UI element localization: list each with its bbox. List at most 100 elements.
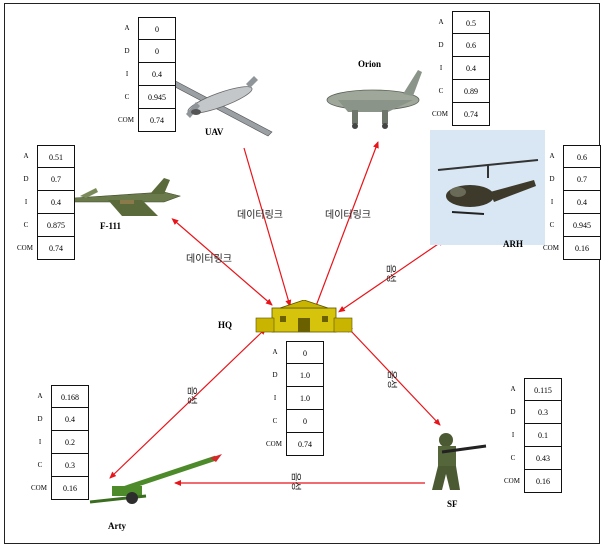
orion-value-a: 0.5 — [452, 11, 490, 34]
row-label-com: COM — [31, 484, 47, 492]
edge-label-f111-hq: 데이터링크 — [186, 254, 232, 265]
uav-value-d: 0 — [138, 40, 176, 63]
link-uav-hq — [243, 147, 292, 307]
f111-value-d: 0.7 — [37, 168, 75, 191]
row-label-a: A — [549, 152, 555, 160]
arty-value-i: 0.2 — [51, 431, 89, 454]
arty-value-d: 0.4 — [51, 408, 89, 431]
uav-value-i: 0.4 — [138, 63, 176, 86]
sf-value-c: 0.43 — [524, 447, 562, 470]
arty-attribute-table: A 0.168 D 0.4 I 0.2 C 0.3 COM 0.16 — [31, 385, 89, 500]
f111-value-com: 0.74 — [37, 237, 75, 260]
arty-value-c: 0.3 — [51, 454, 89, 477]
edge-label-arh-hq: 음성 — [384, 264, 396, 283]
row-label-a: A — [438, 18, 444, 26]
row-label-i: I — [125, 70, 129, 78]
uav-value-com: 0.74 — [138, 109, 176, 132]
orion-value-i: 0.4 — [452, 57, 490, 80]
arh-value-com: 0.16 — [563, 237, 601, 260]
hq-value-com: 0.74 — [286, 433, 324, 456]
arh-value-d: 0.7 — [563, 168, 601, 191]
row-label-com: COM — [17, 244, 33, 252]
sf-soldier-icon — [432, 433, 487, 490]
sf-name: SF — [447, 499, 458, 509]
hq-value-a: 0 — [286, 341, 324, 364]
row-label-c: C — [438, 87, 444, 95]
orion-aircraft-icon — [326, 70, 422, 129]
edge-label-uav-hq: 데이터링크 — [237, 210, 283, 221]
row-label-c: C — [510, 454, 516, 462]
sf-value-com: 0.16 — [524, 470, 562, 493]
arh-value-i: 0.4 — [563, 191, 601, 214]
hq-name: HQ — [218, 320, 233, 330]
edge-label-sf-arty: 음성 — [289, 472, 301, 491]
row-label-i: I — [550, 198, 554, 206]
row-label-a: A — [37, 392, 43, 400]
edge-label-sf-hq: 음성 — [385, 370, 397, 389]
row-label-i: I — [24, 198, 28, 206]
link-hq-orion — [315, 141, 379, 307]
link-f111-hq — [171, 218, 273, 306]
orion-name: Orion — [358, 59, 382, 69]
row-label-a: A — [510, 385, 516, 393]
row-label-i: I — [273, 394, 277, 402]
row-label-i: I — [38, 438, 42, 446]
uav-value-c: 0.945 — [138, 86, 176, 109]
f111-attribute-table: A 0.51 D 0.7 I 0.4 C 0.875 COM 0.74 — [17, 145, 75, 260]
arh-value-c: 0.945 — [563, 214, 601, 237]
row-label-a: A — [124, 24, 130, 32]
row-label-a: A — [272, 348, 278, 356]
hq-value-i: 1.0 — [286, 387, 324, 410]
row-label-a: A — [23, 152, 29, 160]
link-hq-sf — [345, 325, 441, 426]
f111-value-a: 0.51 — [37, 145, 75, 168]
orion-value-c: 0.89 — [452, 80, 490, 103]
arh-helicopter-icon — [430, 130, 545, 245]
f111-jet-icon — [73, 178, 182, 216]
row-label-d: D — [23, 175, 29, 183]
uav-value-a: 0 — [138, 17, 176, 40]
sf-value-d: 0.3 — [524, 401, 562, 424]
arh-attribute-table: A 0.6 D 0.7 I 0.4 C 0.945 COM 0.16 — [543, 145, 601, 260]
orion-value-d: 0.6 — [452, 34, 490, 57]
row-label-d: D — [510, 408, 516, 416]
f111-value-i: 0.4 — [37, 191, 75, 214]
sf-value-a: 0.115 — [524, 378, 562, 401]
arty-value-com: 0.16 — [51, 477, 89, 500]
diagram-frame — [4, 3, 600, 544]
hq-value-c: 0 — [286, 410, 324, 433]
hq-value-d: 1.0 — [286, 364, 324, 387]
row-label-com: COM — [504, 477, 520, 485]
arty-name: Arty — [108, 521, 126, 531]
row-label-c: C — [549, 221, 555, 229]
row-label-c: C — [37, 461, 43, 469]
hq-building-icon — [255, 300, 353, 333]
row-label-d: D — [37, 415, 43, 423]
f111-name: F-111 — [100, 221, 122, 231]
row-label-d: D — [272, 371, 278, 379]
link-hq-arty — [109, 327, 267, 479]
row-label-i: I — [511, 431, 515, 439]
f111-value-c: 0.875 — [37, 214, 75, 237]
link-hq-arh — [338, 239, 445, 313]
row-label-c: C — [23, 221, 29, 229]
edge-label-arty-hq: 음성 — [185, 386, 197, 405]
row-label-com: COM — [118, 116, 134, 124]
row-label-c: C — [124, 93, 130, 101]
arh-value-a: 0.6 — [563, 145, 601, 168]
uav-name: UAV — [205, 127, 224, 137]
row-label-d: D — [549, 175, 555, 183]
row-label-d: D — [438, 41, 444, 49]
row-label-com: COM — [543, 244, 559, 252]
row-label-i: I — [439, 64, 443, 72]
row-label-com: COM — [432, 110, 448, 118]
row-label-com: COM — [266, 440, 282, 448]
row-label-d: D — [124, 47, 130, 55]
arh-name: ARH — [503, 239, 523, 249]
arty-value-a: 0.168 — [51, 385, 89, 408]
artillery-icon — [89, 454, 222, 504]
